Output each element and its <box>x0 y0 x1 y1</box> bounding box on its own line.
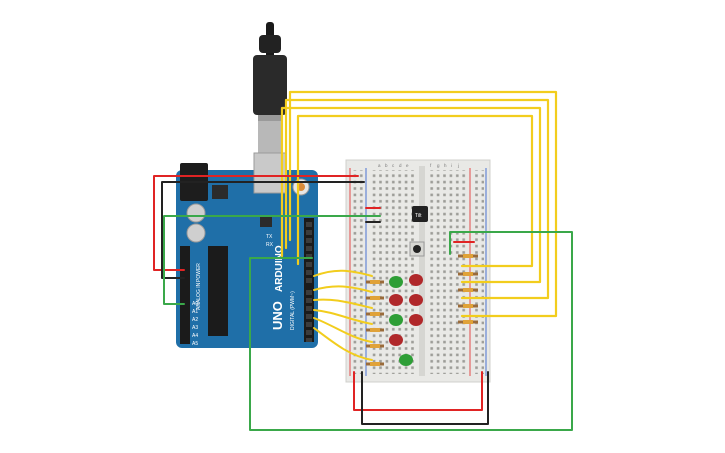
led-red <box>389 334 403 346</box>
analog-pin-a4: A4 <box>192 333 198 339</box>
breadboard: a b c d e f g h i j <box>345 159 491 383</box>
analog-pin-a1: A1 <box>192 309 198 315</box>
analog-pin-a0: A0 <box>192 301 198 307</box>
tilt-sensor <box>412 206 428 222</box>
leds <box>389 274 423 366</box>
analog-pin-a2: A2 <box>192 317 198 323</box>
led-green <box>389 276 403 288</box>
col-letter-j: j <box>457 163 459 168</box>
wire-black-gnd <box>161 181 365 279</box>
wire-yellow-3 <box>280 106 542 284</box>
led-red <box>409 294 423 306</box>
wires <box>153 90 573 431</box>
analog-pin-a5: A5 <box>192 341 198 347</box>
analog-pin-a3: A3 <box>192 325 198 331</box>
wire-yellow-led-5 <box>313 317 373 343</box>
components: Tilt <box>366 206 478 366</box>
col-letter-f: f <box>430 163 432 168</box>
wire-red-5v <box>153 175 359 271</box>
wire-yellow-1 <box>288 90 558 318</box>
usb-cable <box>253 22 287 153</box>
led-green <box>389 314 403 326</box>
rx-label: RX <box>266 242 274 248</box>
led-red <box>409 274 423 286</box>
col-letter-b: b <box>385 163 388 168</box>
breadboard-body <box>345 159 491 383</box>
wire-yellow-led-4 <box>313 309 373 325</box>
wire-yellow-led-1 <box>313 269 373 277</box>
digital-header-label: DIGITAL (PWM~) <box>290 291 296 330</box>
arduino-brand-label: ARDUINO <box>274 245 285 292</box>
tilt-sensor-label: Tilt <box>415 213 422 219</box>
wire-yellow-led-6 <box>313 327 373 361</box>
col-letter-h: h <box>444 163 447 168</box>
wire-yellow-led-3 <box>313 298 373 309</box>
led-red <box>389 294 403 306</box>
led-red <box>409 314 423 326</box>
col-letter-a: a <box>378 163 381 168</box>
power-header-label: POWER <box>196 263 202 282</box>
wire-yellow-led-2 <box>313 285 373 293</box>
wire-yellow-2 <box>284 98 550 300</box>
wire-green-left <box>163 215 381 305</box>
led-green <box>399 354 413 366</box>
col-letter-d: d <box>399 163 402 168</box>
col-letter-i: i <box>451 163 452 168</box>
tx-label: TX <box>266 234 273 240</box>
wire-red-bottom <box>353 371 483 411</box>
analog-header-label: ANALOG IN <box>196 282 202 310</box>
power-analog-header <box>180 246 190 344</box>
wire-green-loop <box>249 231 573 431</box>
wire-yellow-4 <box>296 114 534 268</box>
atmega-chip <box>208 246 228 336</box>
arduino-model-label: UNO <box>270 301 285 330</box>
col-letter-g: g <box>437 163 440 168</box>
wire-black-bottom <box>361 371 489 425</box>
col-letter-e: e <box>406 163 409 168</box>
col-letter-c: c <box>392 163 395 168</box>
